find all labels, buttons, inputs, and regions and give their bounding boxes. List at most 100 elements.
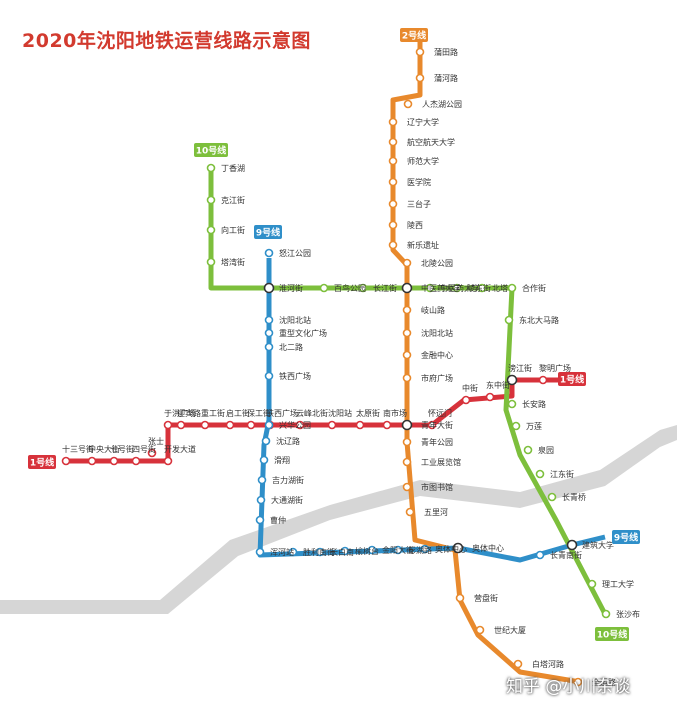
station-line9-14[interactable] (315, 547, 325, 557)
station-line1-7[interactable] (176, 420, 186, 430)
station-line10-6[interactable] (358, 283, 368, 293)
station-line1-9[interactable] (225, 420, 235, 430)
station-line10-12[interactable] (504, 315, 514, 325)
station-line2-12[interactable] (402, 305, 412, 315)
station-line1-5[interactable] (163, 456, 173, 466)
station-line1-0[interactable] (61, 456, 71, 466)
station-line10-8[interactable] (425, 283, 435, 293)
station-line9-7[interactable] (261, 436, 271, 446)
station-line10-9[interactable] (452, 283, 462, 293)
station-line2-24[interactable] (513, 659, 523, 669)
station-line10-5[interactable] (319, 283, 329, 293)
station-line9-8[interactable] (259, 455, 269, 465)
station-line2-17[interactable] (402, 437, 412, 447)
station-line10-3[interactable] (206, 257, 216, 267)
station-line9-13[interactable] (288, 547, 298, 557)
station-line10-11[interactable] (507, 283, 517, 293)
station-label: 张沙布 (616, 609, 640, 619)
station-line2-14[interactable] (402, 350, 412, 360)
station-line10-14[interactable] (507, 399, 517, 409)
station-line9-6[interactable] (264, 420, 274, 430)
station-line1-3[interactable] (131, 456, 141, 466)
station-line9-18[interactable] (420, 544, 430, 554)
station-line10-18[interactable] (547, 492, 557, 502)
station-line9-0[interactable] (264, 248, 274, 258)
station-line2-4[interactable] (388, 137, 398, 147)
station-line1-6[interactable] (163, 420, 173, 430)
station-line10-20[interactable] (587, 579, 597, 589)
station-label: 十三号街 (62, 444, 94, 454)
station-line10-13[interactable] (506, 374, 518, 386)
station-line9-15[interactable] (340, 546, 350, 556)
station-line2-13[interactable] (402, 328, 412, 338)
station-line2-10[interactable] (402, 258, 412, 268)
station-line1-15[interactable] (382, 420, 392, 430)
station-line10-4[interactable] (263, 282, 275, 294)
station-line2-9[interactable] (388, 240, 398, 250)
station-line2-23[interactable] (475, 625, 485, 635)
station-line2-5[interactable] (388, 156, 398, 166)
station-line9-17[interactable] (393, 545, 403, 555)
station-line1-1[interactable] (87, 456, 97, 466)
station-line10-10[interactable] (477, 283, 487, 293)
station-line2-6[interactable] (388, 177, 398, 187)
line9-badge: 9号线 (254, 225, 282, 239)
station-line1-14[interactable] (355, 420, 365, 430)
station-line1-17[interactable] (427, 420, 437, 430)
station-line2-1[interactable] (415, 73, 425, 83)
station-label: 重工街 (201, 408, 225, 418)
station-label: 克江街 (221, 195, 245, 205)
station-label: 中医药大学 (421, 283, 461, 293)
station-line2-0[interactable] (415, 47, 425, 57)
station-line2-15[interactable] (402, 373, 412, 383)
station-line2-20[interactable] (405, 507, 415, 517)
station-line10-17[interactable] (535, 469, 545, 479)
station-line9-11[interactable] (255, 515, 265, 525)
station-line10-7[interactable] (401, 282, 413, 294)
station-line9-2[interactable] (264, 315, 274, 325)
station-line1-10[interactable] (246, 420, 256, 430)
station-label: 长江街 (373, 283, 397, 293)
station-line2-25[interactable] (573, 677, 583, 687)
station-label: 青年公园 (421, 437, 453, 447)
station-line10-0[interactable] (206, 163, 216, 173)
station-line9-16[interactable] (367, 545, 377, 555)
station-line9-3[interactable] (264, 328, 274, 338)
station-line10-19[interactable] (566, 539, 578, 551)
station-line9-4[interactable] (264, 342, 274, 352)
station-line1-19[interactable] (485, 392, 495, 402)
station-line2-2[interactable] (403, 99, 413, 109)
station-label: 辽宁大学 (407, 117, 439, 127)
station-line10-21[interactable] (601, 609, 611, 619)
station-line2-22[interactable] (455, 593, 465, 603)
station-line10-2[interactable] (206, 225, 216, 235)
station-line2-7[interactable] (388, 199, 398, 209)
station-label: 开发大道 (164, 444, 196, 454)
station-line1-13[interactable] (327, 420, 337, 430)
station-line1-2[interactable] (109, 456, 119, 466)
station-line9-20[interactable] (535, 550, 545, 560)
station-line9-5[interactable] (264, 371, 274, 381)
line10-badge: 10号线 (194, 143, 228, 157)
station-line1-12[interactable] (295, 420, 305, 430)
station-line9-19[interactable] (452, 542, 464, 554)
station-label: 丁香湖 (221, 163, 245, 173)
station-line9-10[interactable] (256, 495, 266, 505)
station-line1-21[interactable] (538, 375, 548, 385)
station-line2-8[interactable] (388, 220, 398, 230)
station-line2-19[interactable] (402, 482, 412, 492)
station-line10-15[interactable] (511, 421, 521, 431)
station-line2-18[interactable] (402, 457, 412, 467)
station-line1-18[interactable] (461, 395, 471, 405)
station-line9-12[interactable] (255, 547, 265, 557)
station-line2-3[interactable] (388, 117, 398, 127)
station-label: 铁西广场 (279, 371, 311, 381)
station-line1-4[interactable] (147, 448, 157, 458)
station-line10-1[interactable] (206, 195, 216, 205)
station-label: 奥体中心 (435, 544, 467, 554)
station-line1-16[interactable] (401, 419, 413, 431)
station-line9-9[interactable] (257, 475, 267, 485)
station-label: 奥体中心 (472, 543, 504, 553)
station-line10-16[interactable] (523, 445, 533, 455)
station-line1-8[interactable] (200, 420, 210, 430)
